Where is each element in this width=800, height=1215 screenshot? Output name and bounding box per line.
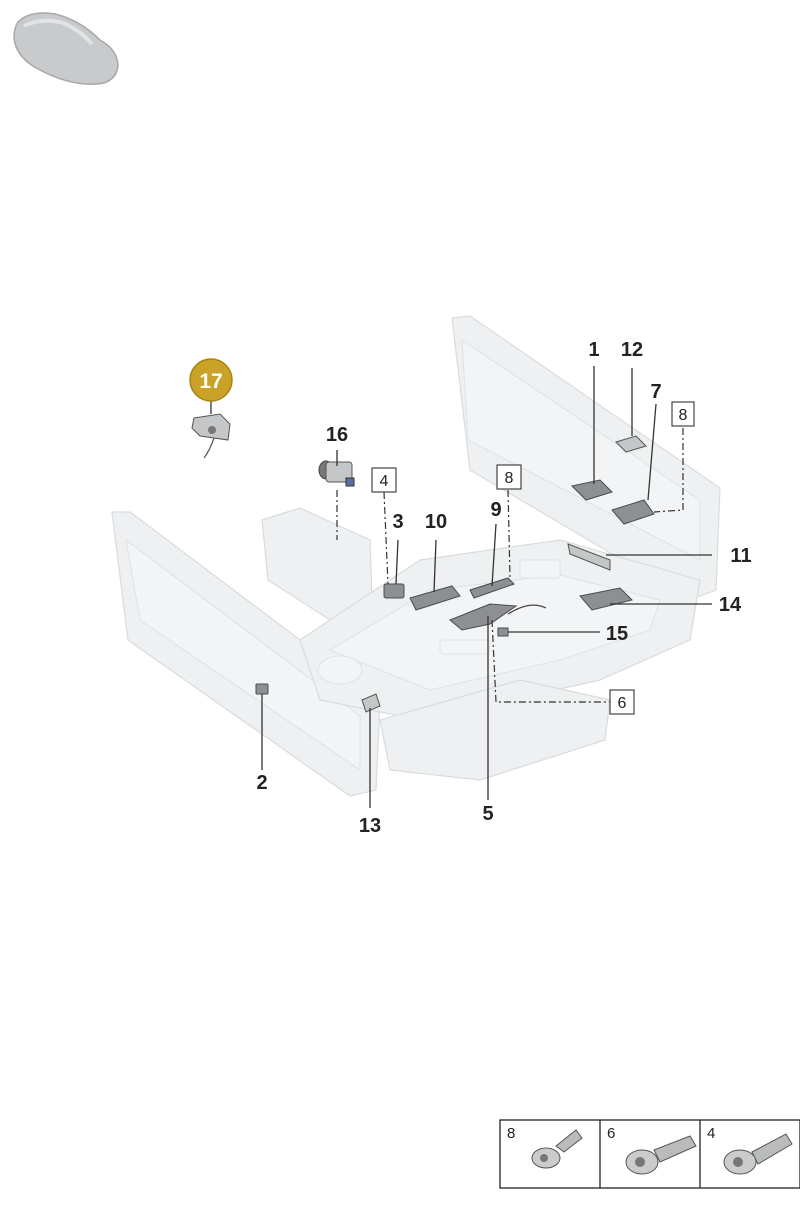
callout-9[interactable]: 9 — [490, 499, 501, 521]
screw-4-icon — [723, 1133, 793, 1175]
legend-cell-8[interactable]: 8 — [507, 1125, 583, 1169]
ref-4[interactable]: 4 — [380, 473, 389, 490]
leader-lines — [210, 366, 712, 808]
part-5-switch-unit — [449, 603, 518, 631]
callout-1[interactable]: 1 — [588, 339, 599, 361]
callout-7[interactable]: 7 — [650, 381, 661, 403]
part-16-switch-barrel — [318, 460, 355, 487]
part-10-switch-block — [409, 585, 461, 611]
legend-cell-6[interactable]: 6 — [607, 1125, 697, 1175]
callout-14[interactable]: 14 — [719, 594, 742, 616]
legend-cell-4[interactable]: 4 — [707, 1125, 793, 1175]
legend-label-6: 6 — [607, 1125, 615, 1142]
callout-10[interactable]: 10 — [425, 511, 447, 533]
ref-box-6[interactable] — [609, 689, 635, 715]
part-2-button — [255, 683, 269, 695]
ref-8-mid[interactable]: 8 — [505, 470, 514, 487]
legend-label-4: 4 — [707, 1125, 715, 1142]
callout-17[interactable]: 17 — [199, 370, 222, 393]
screw-8-icon — [531, 1129, 583, 1169]
callout-16[interactable]: 16 — [326, 424, 348, 446]
callout-12[interactable]: 12 — [621, 339, 643, 361]
callout-13[interactable]: 13 — [359, 815, 381, 837]
part-1-switch — [570, 479, 613, 501]
fastener-legend: 8 6 4 — [499, 1119, 800, 1189]
part-7-switch-panel — [611, 499, 655, 525]
callout-3[interactable]: 3 — [392, 511, 403, 533]
ref-6[interactable]: 6 — [618, 695, 627, 712]
part-11-switch-strip — [567, 543, 611, 571]
part-3-switch — [383, 583, 405, 599]
callout-5[interactable]: 5 — [482, 803, 493, 825]
part-9-switch-bar — [469, 577, 515, 599]
callout-11[interactable]: 11 — [730, 545, 751, 567]
part-13-button — [361, 693, 381, 713]
callout-2[interactable]: 2 — [256, 772, 267, 794]
ref-box-8-mid[interactable] — [496, 464, 522, 490]
ref-8-top[interactable]: 8 — [679, 407, 688, 424]
legend-label-8: 8 — [507, 1125, 515, 1142]
ref-box-4[interactable] — [371, 467, 397, 493]
part-12-cover — [615, 435, 647, 453]
part-17-module — [191, 413, 231, 459]
car-model-icon — [13, 12, 119, 85]
callout-15[interactable]: 15 — [606, 623, 628, 645]
part-14-trim — [579, 587, 633, 611]
ref-box-8-top[interactable] — [671, 401, 695, 427]
screw-6-icon — [625, 1135, 697, 1175]
highlight-badge-17[interactable] — [189, 358, 233, 402]
